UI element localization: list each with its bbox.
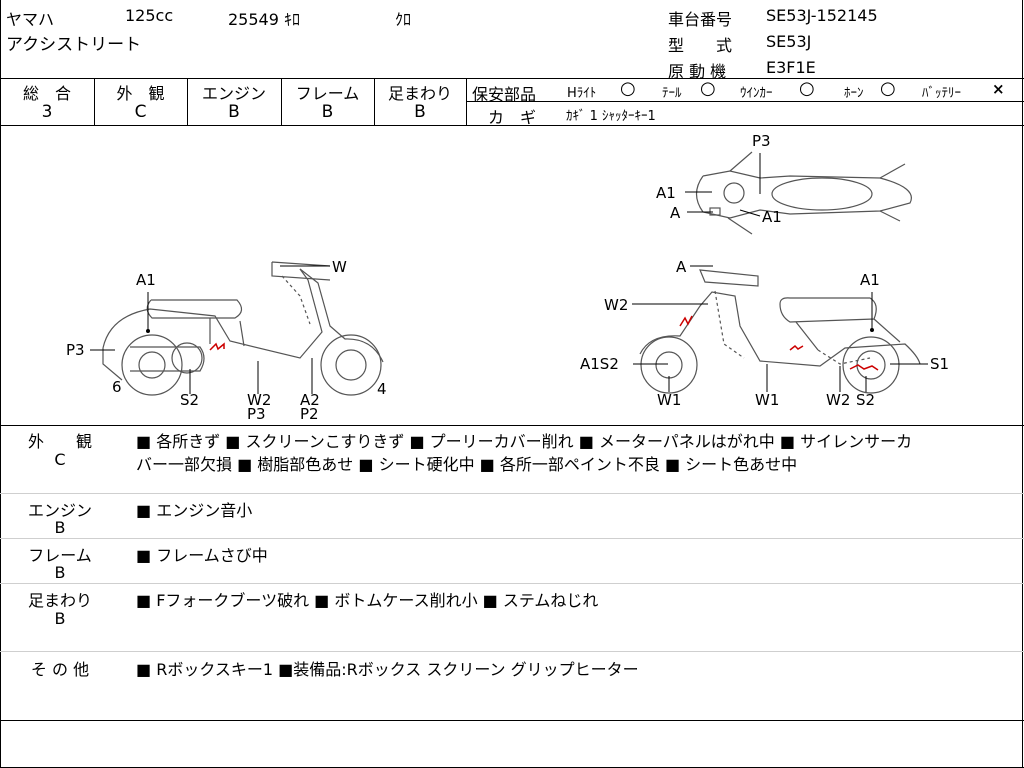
label-a1-top-right: A1	[762, 208, 782, 226]
safety-label: 保安部品	[472, 85, 537, 104]
label-a-top: A	[670, 204, 681, 222]
grade-engine-label: エンジン	[201, 84, 266, 103]
note-engine-grade: B	[54, 518, 66, 537]
label-a1-top: A1	[656, 184, 676, 202]
label-p3-top: P3	[752, 132, 771, 150]
diagram-text-labels: W A1 P3 6 S2 W2 P3 A2 P2 4 A A1 W2 A1S2 …	[66, 132, 949, 423]
grade-overall-value: 3	[41, 102, 53, 122]
chassis-label: 車台番号	[668, 10, 733, 29]
scooter-right-view	[639, 269, 921, 394]
label-w2-right: W2	[826, 391, 850, 409]
label-w1-front: W1	[657, 391, 681, 409]
grade-frame-label: フレーム	[295, 84, 360, 103]
key-value: ｶｷﾞ 1 ｼｬｯﾀｰｷｰ1	[566, 109, 656, 124]
label-s2-left: S2	[180, 391, 199, 409]
label-s1: S1	[930, 355, 949, 373]
label-a-right: A	[676, 258, 687, 276]
note-frame-line1: ■ フレームさび中	[136, 546, 268, 565]
note-suspension-grade: B	[54, 609, 66, 628]
note-exterior-line2: バー一部欠損 ■ 樹脂部色あせ ■ シート硬化中 ■ 各所一部ペイント不良 ■ …	[136, 455, 798, 474]
label-a1-right: A1	[860, 271, 880, 289]
label-4: 4	[377, 380, 387, 398]
note-exterior-grade: C	[54, 450, 66, 469]
color: ｸﾛ	[395, 10, 412, 29]
note-other-category: そ の 他	[30, 660, 90, 679]
note-engine-category: エンジン	[27, 501, 92, 520]
grade-frame-value: B	[321, 102, 334, 122]
grade-exterior-value: C	[134, 102, 147, 122]
engine-model-value: E3F1E	[766, 58, 816, 77]
label-a1s2: A1S2	[580, 355, 619, 373]
grade-engine-value: B	[228, 102, 240, 122]
winker-label: ｳｲﾝｶｰ	[740, 86, 773, 101]
damage-diagram: W A1 P3 6 S2 W2 P3 A2 P2 4 A A1 W2 A1S2 …	[66, 132, 949, 423]
mileage: 25549 ｷﾛ	[228, 10, 300, 29]
grade-suspension-value: B	[414, 102, 426, 122]
label-a1-left: A1	[136, 271, 156, 289]
tail-ok-icon: ○	[700, 78, 716, 99]
model-name: アクシストリート	[6, 35, 142, 55]
scooter-top-view	[695, 151, 912, 235]
note-suspension-line1: ■ Fフォークブーツ破れ ■ ボトムケース削れ小 ■ ステムねじれ	[136, 591, 599, 610]
engine-model-label: 原 動 機	[668, 62, 727, 81]
battery-ng-icon: ×	[992, 80, 1005, 98]
displacement: 125cc	[125, 6, 174, 25]
tail-label: ﾃｰﾙ	[662, 86, 682, 101]
note-other-line1: ■ Rボックスキー1 ■装備品:Rボックス スクリーン グリップヒーター	[136, 660, 639, 679]
horn-ok-icon: ○	[880, 78, 896, 99]
note-engine-line1: ■ エンジン音小	[136, 501, 253, 520]
label-w2-right-top: W2	[604, 296, 628, 314]
label-p3-bottom: P3	[247, 405, 266, 423]
note-frame-category: フレーム	[28, 546, 92, 565]
grade-suspension-label: 足まわり	[387, 84, 452, 103]
horn-label: ﾎｰﾝ	[844, 86, 864, 101]
maker: ヤマハ	[6, 10, 55, 29]
key-label: カ ギ	[488, 108, 537, 127]
label-w-left: W	[332, 258, 347, 276]
label-w2-left: W2	[247, 391, 271, 409]
note-frame-grade: B	[54, 563, 66, 582]
damage-marks	[209, 315, 879, 371]
label-p2: P2	[300, 405, 319, 423]
headlight-label: Hﾗｲﾄ	[567, 86, 597, 101]
label-a2: A2	[300, 391, 320, 409]
label-6: 6	[112, 378, 122, 396]
note-exterior-line1: ■ 各所きず ■ スクリーンこすりきず ■ プーリーカバー削れ ■ メーターパネ…	[136, 432, 913, 451]
type-label: 型 式	[668, 36, 733, 55]
battery-label: ﾊﾞｯﾃﾘｰ	[922, 86, 961, 101]
note-suspension-category: 足まわり	[27, 591, 92, 610]
chassis-value: SE53J-152145	[766, 6, 878, 25]
type-value: SE53J	[766, 32, 812, 51]
winker-ok-icon: ○	[799, 78, 815, 99]
headlight-ok-icon: ○	[620, 78, 636, 99]
label-w1-mid: W1	[755, 391, 779, 409]
grade-overall-label: 総 合	[22, 84, 71, 103]
scooter-left-view	[102, 261, 384, 396]
note-exterior-category: 外 観	[27, 432, 92, 451]
label-s2-right: S2	[856, 391, 875, 409]
grade-exterior-label: 外 観	[116, 84, 165, 103]
label-p3-left: P3	[66, 341, 85, 359]
